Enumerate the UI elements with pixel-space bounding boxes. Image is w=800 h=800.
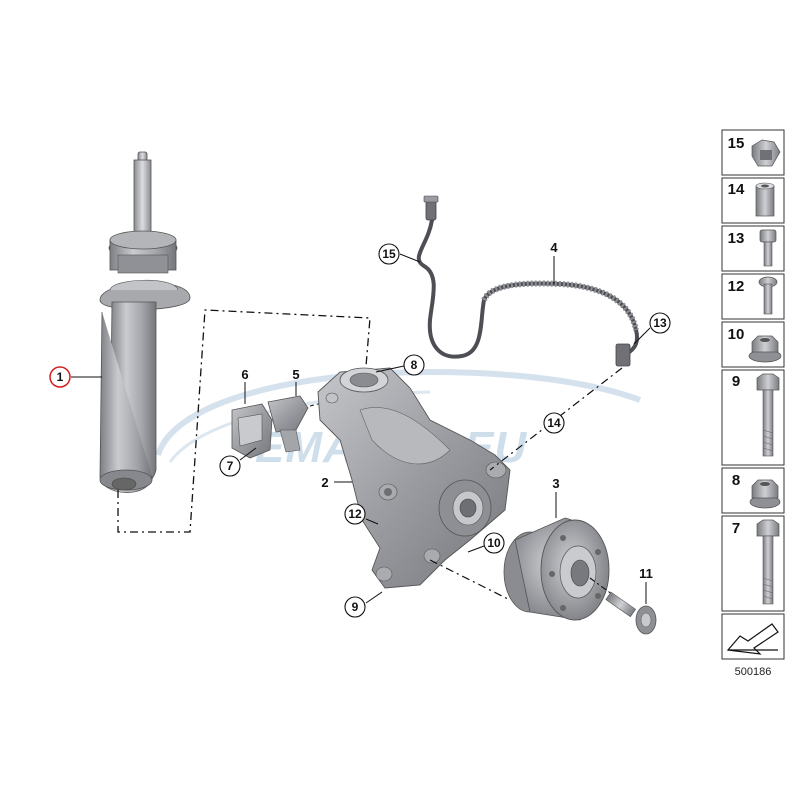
sidebar-item-10-number: 10 [728,326,745,343]
callout-11[interactable]: 11 [639,566,653,604]
callout-10-number: 10 [487,536,501,550]
callout-13-number: 13 [653,316,667,330]
socket-screw-icon [759,229,777,267]
callout-14[interactable]: 14 [543,412,565,434]
wheel-hub[interactable] [503,517,610,621]
callout-9-bottom[interactable]: 9 [344,591,383,618]
sidebar-item-15-number: 15 [728,135,745,152]
callout-2-number: 2 [321,475,328,490]
long-hex-bolt-icon [756,519,780,605]
direction-arrow-icon [726,623,779,655]
clip-icon [751,139,781,167]
sidebar-item-9[interactable]: 9 [721,369,785,466]
sidebar-item-12-number: 12 [728,278,745,295]
callout-11-number: 11 [639,566,653,581]
sidebar-item-14[interactable]: 14 [721,177,785,224]
torx-screw-icon [758,276,778,315]
callout-12[interactable]: 12 [344,503,379,525]
callout-5[interactable]: 5 [292,367,300,396]
callout-1-number: 1 [57,370,64,384]
callout-3[interactable]: 3 [552,476,560,518]
callout-4-number: 4 [550,240,558,255]
sidebar-item-15[interactable]: 15 [721,129,785,176]
sidebar-item-9-number: 9 [732,373,740,390]
callout-3-number: 3 [552,476,559,491]
sidebar-item-10[interactable]: 10 [721,321,785,368]
callout-5-number: 5 [292,367,299,382]
sidebar-item-12[interactable]: 12 [721,273,785,320]
sensor-cable[interactable] [416,195,639,367]
callout-7-number: 7 [227,459,234,473]
screw-11[interactable] [605,591,657,635]
callout-8-top[interactable]: 8 [375,354,425,376]
callout-8-number: 8 [411,358,418,372]
callout-1[interactable]: 1 [49,366,102,388]
collar-nut-icon [748,335,782,363]
callout-10[interactable]: 10 [467,532,505,554]
sidebar-item-13[interactable]: 13 [721,225,785,272]
sidebar-view-direction [721,613,785,660]
callout-14-number: 14 [547,416,561,430]
callout-2[interactable]: 2 [321,475,352,490]
sidebar-item-7[interactable]: 7 [721,515,785,612]
diagram-id: 500186 [735,666,772,678]
bracket-6[interactable] [231,403,273,459]
sidebar-item-8-number: 8 [732,472,740,489]
hex-bolt-icon [756,373,780,457]
callout-13[interactable]: 13 [633,312,671,345]
sidebar-item-13-number: 13 [728,230,745,247]
flange-nut-icon [749,479,781,509]
callout-7-left[interactable]: 7 [219,447,257,477]
sidebar-item-7-number: 7 [732,520,740,537]
callout-12-number: 12 [348,507,362,521]
wheel-carrier[interactable] [317,367,511,589]
callout-9-number: 9 [352,600,359,614]
callout-4[interactable]: 4 [550,240,558,284]
bracket-5[interactable] [267,395,309,453]
sidebar-item-14-number: 14 [728,181,745,198]
assembly-dash-line-shock [117,309,371,533]
shock-absorber[interactable] [99,151,191,493]
sidebar-item-8[interactable]: 8 [721,467,785,514]
callout-6[interactable]: 6 [241,367,249,404]
callout-15[interactable]: 15 [378,243,421,265]
sidebar-parts-list: 15 14 13 12 [721,129,785,678]
callout-6-number: 6 [241,367,248,382]
sleeve-icon [755,182,775,217]
callout-15-number: 15 [382,247,396,261]
